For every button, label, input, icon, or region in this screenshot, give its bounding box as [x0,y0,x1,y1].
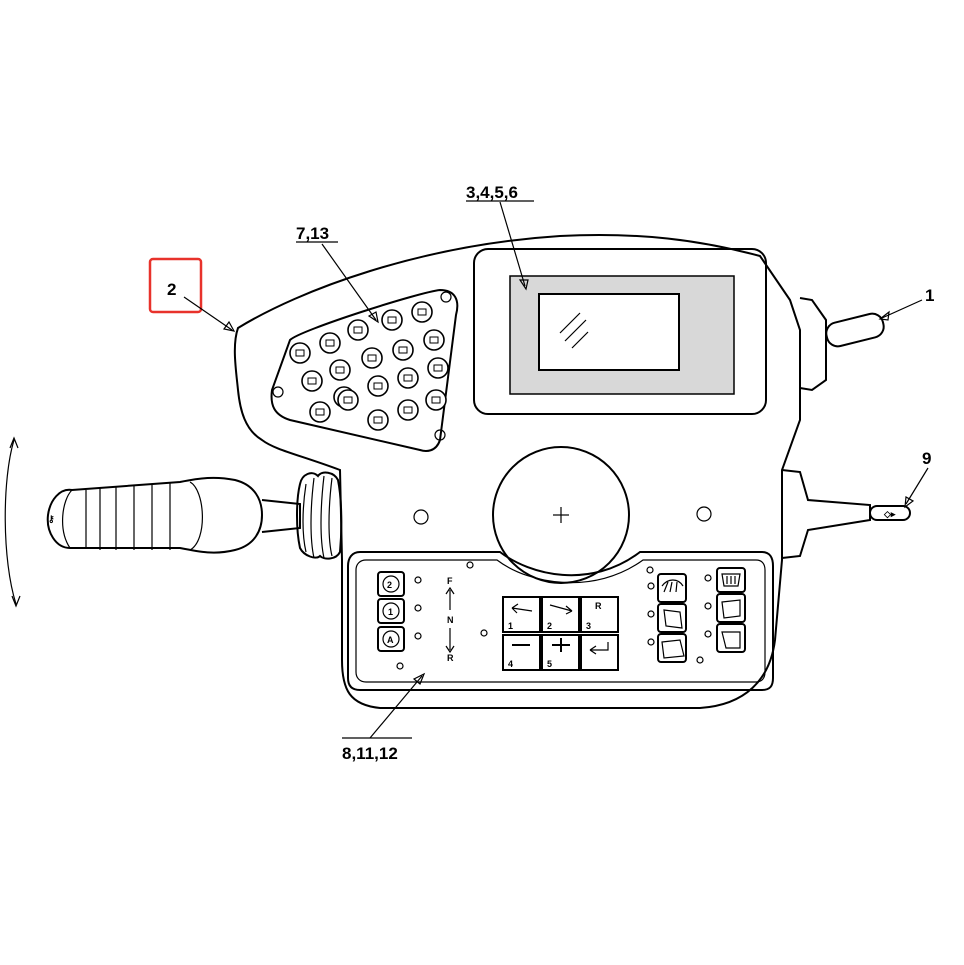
lamp-symbol [398,346,408,354]
lamp-symbol [353,326,363,334]
lamp-symbol [403,406,413,414]
screw-icon [272,386,284,398]
coolant-icon [392,339,414,361]
svg-text:3: 3 [586,621,591,631]
window-right2-button[interactable] [716,623,746,653]
battery-icon [289,342,311,364]
callout-3-4-5-6[interactable]: 3,4,5,6 [466,183,518,202]
key-panel-outer [347,551,774,691]
key-1[interactable] [502,596,541,633]
filter-icon [423,329,445,351]
glow-plug-icon [367,375,389,397]
stalk-mount [781,469,871,559]
callout-8-11-12[interactable]: 8,11,12 [342,744,398,763]
level-icon [397,399,419,421]
lamp-symbol [307,377,317,385]
oil-icon [361,347,383,369]
svg-text:1: 1 [508,621,513,631]
lamp-symbol [367,354,377,362]
svg-text:⚷: ⚷ [48,514,55,524]
screw-icon [440,291,452,303]
brake-icon [319,332,341,354]
window-left-button[interactable] [657,603,687,633]
key-2[interactable] [541,596,580,633]
gear-selector-group: 2 1 A [377,571,405,652]
air-filter-icon [337,389,359,411]
side-bracket-1 [799,297,827,392]
glare-icon [559,312,589,349]
rotation-arrow-icon [4,439,17,605]
svg-text:5: 5 [547,659,552,669]
key-3[interactable] [580,596,619,633]
window-rear-button[interactable] [657,633,687,663]
stalk-tip-symbol: ◇▸ [883,509,896,519]
steering-icon [411,301,433,323]
mount-hole [413,509,429,525]
lamp-symbol [403,374,413,382]
temp-icon [425,389,447,411]
svg-text:1: 1 [388,607,393,617]
rubber-boot [296,471,343,560]
lamp-symbol [343,396,353,404]
lamp-symbol [431,396,441,404]
hydraulic-icon [301,370,323,392]
gear-auto-button[interactable] [377,626,405,652]
display-screen[interactable] [538,293,680,371]
defrost-button[interactable] [716,567,746,593]
lamp-symbol [335,366,345,374]
svg-text:A: A [387,635,394,645]
warning-icon-group [289,301,449,431]
lamp-symbol [315,408,325,416]
gear-letter-r: R [447,653,454,663]
joystick-handle[interactable]: ⚷ [46,471,343,560]
callout-9[interactable]: 9 [922,449,931,468]
lamp-symbol [433,364,443,372]
lamp-symbol [373,416,383,424]
callout-1[interactable]: 1 [925,286,934,305]
console-housing [233,234,801,709]
selected-callout-frame [148,257,203,314]
display-bezel [473,248,767,415]
gear-letter-n: N [447,615,454,625]
lamp-symbol [295,349,305,357]
screw-icon [434,429,446,441]
stalk-tip[interactable] [869,505,911,521]
key-panel-inner [355,559,766,683]
key-5[interactable] [541,634,580,671]
svg-text:R: R [595,601,602,611]
lamp-symbol [417,308,427,316]
seat-icon [367,409,389,431]
svg-text:2: 2 [547,621,552,631]
keypad: 1 2 R 3 4 5 [502,596,619,671]
callout-7-13[interactable]: 7,13 [296,224,329,243]
lamp-symbol [373,382,383,390]
wiper-front-button[interactable] [657,573,687,603]
lamp-symbol [387,316,397,324]
central-dial[interactable] [492,446,630,584]
rotary-knob[interactable] [824,311,886,348]
svg-text:2: 2 [387,580,392,590]
beam-icon [397,367,419,389]
gear-1-button[interactable] [377,598,405,624]
parking-icon [329,359,351,381]
indicator-icon [427,357,449,379]
window-right-button[interactable] [716,593,746,623]
svg-text:4: 4 [508,659,513,669]
key-4[interactable] [502,634,541,671]
callout-2[interactable]: 2 [167,280,176,299]
lamp-symbol [429,336,439,344]
mount-hole [696,506,712,522]
gear-letter-f: F [447,576,453,586]
lamp-symbol [325,339,335,347]
fuel-icon [347,319,369,341]
warning-triangle-icon [381,309,403,331]
gear-2-button[interactable] [377,571,405,597]
right-button-panel [646,566,746,664]
key-enter[interactable] [580,634,619,671]
transmission-icon [309,401,331,423]
